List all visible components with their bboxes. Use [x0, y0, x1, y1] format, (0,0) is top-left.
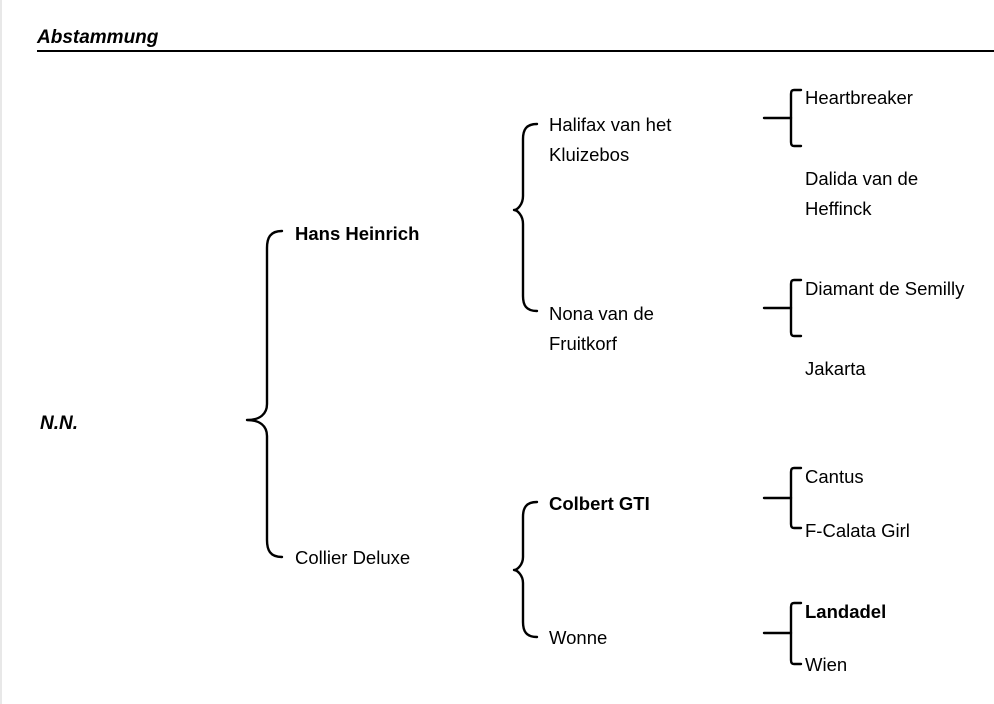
pedigree-node-dalida-van-de-heffinck: Dalida van de Heffinck — [805, 168, 919, 219]
bracket-nona — [762, 278, 803, 338]
pedigree-node-jakarta: Jakarta — [805, 358, 866, 379]
pedigree-node-collier-deluxe: Collier Deluxe — [295, 547, 411, 568]
bracket-wonne — [762, 601, 803, 666]
pedigree-node-hans-heinrich: Hans Heinrich — [295, 223, 420, 244]
brace-hans-heinrich — [512, 122, 539, 313]
bracket-colbert — [762, 466, 803, 530]
pedigree-node-heartbreaker: Heartbreaker — [805, 87, 913, 108]
pedigree-node-landadel: Landadel — [805, 601, 887, 622]
pedigree-node-cantus: Cantus — [805, 466, 864, 487]
brace-collier-deluxe — [512, 500, 539, 639]
page-header: Abstammung — [2, 0, 994, 56]
pedigree-node-wien: Wien — [805, 654, 848, 675]
brace-nn — [245, 229, 284, 559]
pedigree-node-halifax-van-het-kluizebos: Halifax van het Kluizebos — [549, 114, 672, 165]
bracket-halifax — [762, 88, 803, 148]
header-divider — [37, 50, 994, 52]
pedigree-node-nona-van-de-fruitkorf: Nona van de Fruitkorf — [549, 303, 654, 354]
pedigree-node-diamant-de-semilly: Diamant de Semilly — [805, 278, 965, 299]
pedigree-node-nn: N.N. — [40, 413, 78, 434]
pedigree-node-colbert-gti: Colbert GTI — [549, 493, 650, 514]
pedigree-node-wonne: Wonne — [549, 627, 608, 648]
page-title: Abstammung — [37, 27, 159, 48]
pedigree-node-f-calata-girl: F-Calata Girl — [805, 520, 910, 541]
